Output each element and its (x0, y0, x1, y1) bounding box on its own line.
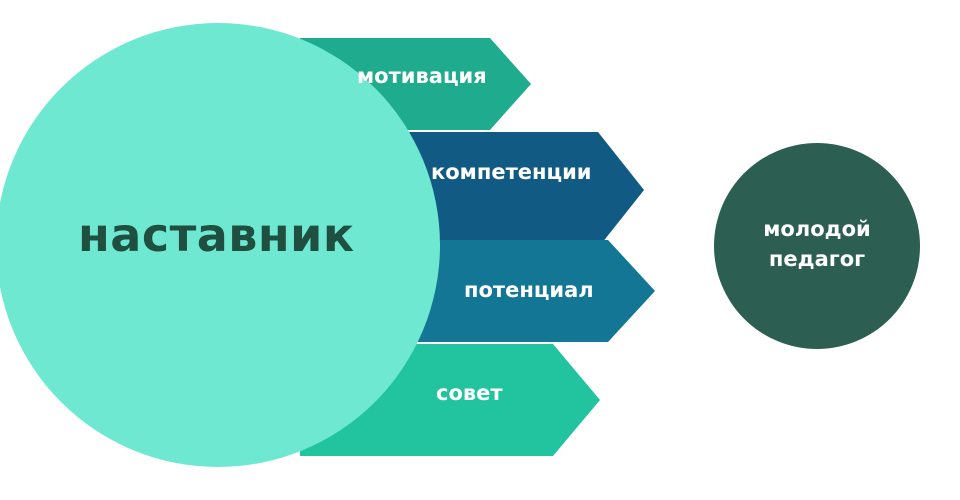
mentee-circle (714, 143, 920, 349)
arrow-label-advice: совет (436, 381, 503, 405)
arrow-label-potential: потенциал (464, 278, 594, 302)
mentor-circle (0, 23, 440, 467)
arrow-label-competence: компетенции (431, 160, 592, 184)
arrow-label-motivation: мотивация (357, 64, 487, 88)
mentor-label: наставник (78, 208, 355, 262)
mentee-label: молодой педагог (763, 217, 871, 271)
